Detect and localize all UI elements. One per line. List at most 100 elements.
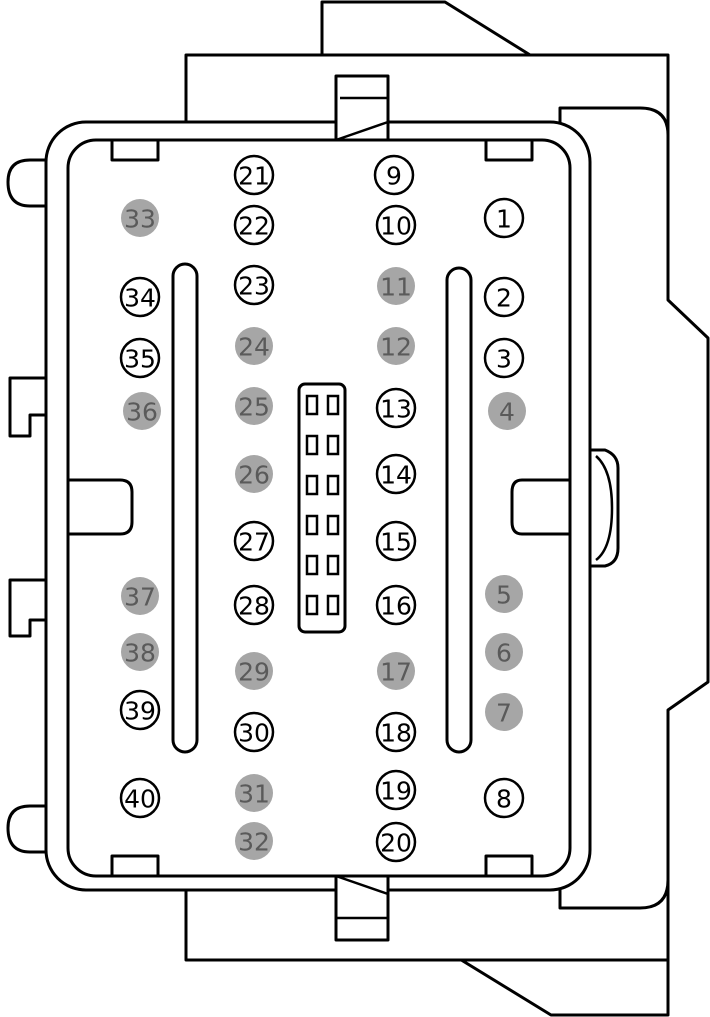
pin-cavity-circle: [233, 584, 275, 626]
pin-number-label: 13: [380, 395, 412, 424]
pin-10: 10: [375, 204, 417, 246]
pin-cavity-circle: [373, 154, 415, 196]
pin-26: 26: [235, 455, 273, 493]
pin-cavities: 1234567891011121314151617181920212223242…: [119, 154, 526, 863]
pin-number-label: 33: [124, 205, 156, 234]
pin-cavity-circle: [483, 197, 525, 239]
pin-cavity-circle: [483, 276, 525, 318]
pin-number-label: 16: [380, 592, 412, 621]
pin-number-label: 32: [238, 828, 270, 857]
pin-cavity-circle: [235, 455, 273, 493]
pin-cavity-circle: [233, 264, 275, 306]
pin-cavity-circle: [375, 387, 417, 429]
pin-cavity-circle: [235, 327, 273, 365]
pin-number-label: 26: [238, 461, 270, 490]
pin-25: 25: [235, 387, 273, 425]
pin-number-label: 38: [124, 639, 156, 668]
pin-number-label: 8: [496, 785, 512, 814]
pin-8: 8: [483, 777, 525, 819]
pin-number-label: 2: [496, 284, 512, 313]
pin-cavity-circle: [235, 387, 273, 425]
pin-20: 20: [375, 821, 417, 863]
pin-16: 16: [375, 584, 417, 626]
pin-22: 22: [233, 204, 275, 246]
pin-cavity-circle: [377, 267, 415, 305]
pin-number-label: 27: [238, 528, 270, 557]
pin-18: 18: [375, 711, 417, 753]
pin-37: 37: [121, 577, 159, 615]
center-block-window: [305, 594, 319, 616]
pin-number-label: 21: [238, 162, 270, 191]
pin-number-label: 7: [496, 699, 512, 728]
pin-number-label: 39: [124, 697, 156, 726]
pin-cavity-circle: [375, 711, 417, 753]
pin-cavity-circle: [375, 453, 417, 495]
center-block-window: [305, 474, 319, 496]
pin-cavity-circle: [485, 693, 523, 731]
pin-40: 40: [119, 777, 161, 819]
pin-cavity-circle: [121, 577, 159, 615]
pin-cavity-circle: [375, 821, 417, 863]
pin-29: 29: [235, 652, 273, 690]
pin-6: 6: [485, 633, 523, 671]
pin-cavity-circle: [119, 276, 161, 318]
pin-cavity-circle: [233, 154, 275, 196]
pin-number-label: 17: [380, 658, 412, 687]
pin-24: 24: [235, 327, 273, 365]
center-block-window: [326, 554, 340, 576]
pin-cavity-circle: [375, 520, 417, 562]
pin-number-label: 3: [496, 345, 512, 374]
center-block-window: [305, 434, 319, 456]
pin-cavity-circle: [488, 392, 526, 430]
pin-15: 15: [375, 520, 417, 562]
center-block-window: [326, 514, 340, 536]
pin-cavity-circle: [377, 652, 415, 690]
pin-number-label: 15: [380, 528, 412, 557]
pin-number-label: 24: [238, 333, 270, 362]
pin-number-label: 22: [238, 212, 270, 241]
pin-3: 3: [483, 337, 525, 379]
pin-4: 4: [488, 392, 526, 430]
pin-14: 14: [375, 453, 417, 495]
pin-cavity-circle: [119, 337, 161, 379]
pin-5: 5: [485, 575, 523, 613]
pin-11: 11: [377, 267, 415, 305]
pin-28: 28: [233, 584, 275, 626]
pin-32: 32: [235, 822, 273, 860]
pin-31: 31: [235, 774, 273, 812]
pin-number-label: 23: [238, 272, 270, 301]
pin-cavity-circle: [121, 199, 159, 237]
pin-cavity-circle: [121, 633, 159, 671]
pin-number-label: 10: [380, 212, 412, 241]
pin-27: 27: [233, 520, 275, 562]
center-block-window: [305, 394, 319, 416]
pin-cavity-circle: [483, 337, 525, 379]
pin-1: 1: [483, 197, 525, 239]
guide-slots: [171, 262, 473, 754]
pin-cavity-circle: [123, 392, 161, 430]
center-block-window: [326, 394, 340, 416]
pin-number-label: 1: [496, 205, 512, 234]
pin-number-label: 9: [386, 162, 402, 191]
pin-number-label: 12: [380, 333, 412, 362]
center-block-window: [305, 554, 319, 576]
pin-number-label: 28: [238, 592, 270, 621]
pin-33: 33: [121, 199, 159, 237]
pin-cavity-circle: [377, 327, 415, 365]
pin-30: 30: [233, 711, 275, 753]
pin-number-label: 31: [238, 780, 270, 809]
pin-35: 35: [119, 337, 161, 379]
pin-9: 9: [373, 154, 415, 196]
center-block-window: [326, 594, 340, 616]
pin-19: 19: [375, 769, 417, 811]
center-polarizing-block: [297, 382, 347, 634]
pin-number-label: 18: [380, 719, 412, 748]
pin-cavity-circle: [235, 652, 273, 690]
pin-number-label: 25: [238, 393, 270, 422]
pin-2: 2: [483, 276, 525, 318]
pin-number-label: 14: [380, 461, 412, 490]
pin-cavity-circle: [375, 769, 417, 811]
pin-number-label: 6: [496, 639, 512, 668]
